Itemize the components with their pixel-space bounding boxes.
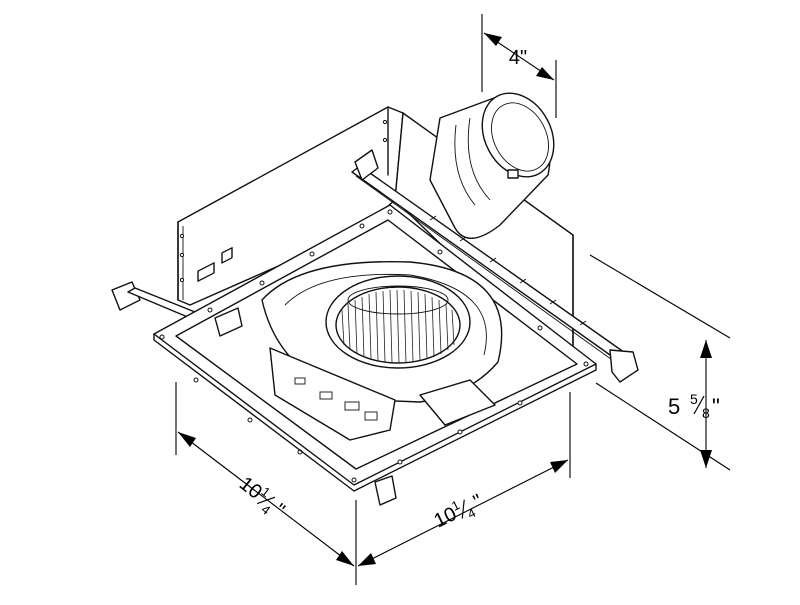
width-right-dimension-label: 10 1 4 " [431,490,487,532]
hanger-bracket-front [609,349,639,383]
motor-clip [214,307,243,337]
svg-text:": " [270,500,289,522]
hanger-bar-right [351,149,639,383]
duct-damper-tab [507,169,519,179]
motor-plate [269,347,396,441]
dim-duct-diameter: 4" [481,14,557,118]
hanger-bracket-rear [354,149,379,181]
blower-assembly [214,260,503,441]
height-dimension-label: 5 5 8 " [668,391,720,421]
frame-clip-front [374,475,397,506]
svg-text:5: 5 [668,394,680,419]
duct-collar [429,92,555,239]
svg-text:8: 8 [702,405,710,421]
dim-height: 5 5 8 " [589,254,731,471]
scroll-bottom-outlet [419,379,496,426]
duct-dimension-label: 4" [509,47,527,69]
width-left-dimension-label: 10 1 4 " [235,473,289,522]
blower-wheel-fins [341,289,455,364]
svg-text:": " [712,394,720,419]
electrical-knockout [197,262,215,282]
svg-text:5: 5 [690,391,698,407]
svg-text:10: 10 [235,473,266,504]
electrical-plug [221,247,233,264]
